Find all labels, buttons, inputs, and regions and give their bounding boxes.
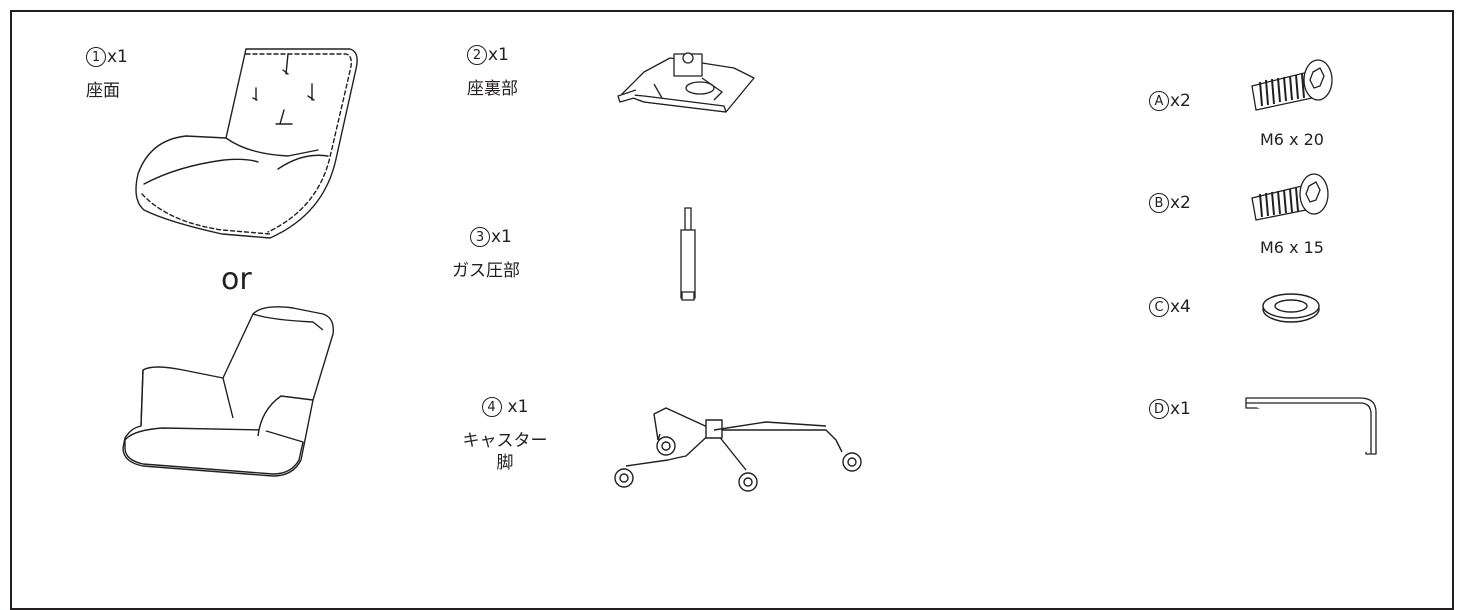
hardware-b-mark: B	[1149, 193, 1169, 213]
part-2-qty: x1	[488, 45, 509, 65]
part-1-name: 座面	[86, 81, 120, 101]
part-4-name-line1: キャスター	[462, 431, 548, 451]
hardware-a-qty: x2	[1170, 91, 1191, 111]
part-4-mark: 4	[481, 397, 502, 417]
or-label: or	[221, 262, 252, 297]
hex-key-icon	[1244, 392, 1380, 456]
bolt-icon	[1248, 58, 1338, 114]
hardware-a-spec: M6 x 20	[1260, 130, 1324, 149]
hardware-c-mark: C	[1149, 297, 1169, 317]
part-4-qty: x1	[507, 397, 529, 417]
hardware-a-mark: A	[1149, 91, 1169, 111]
hardware-b-qty: x2	[1170, 193, 1191, 213]
hardware-d-qty: x1	[1170, 399, 1191, 419]
part-4-name-line2: 脚	[496, 453, 514, 473]
washer-icon	[1260, 292, 1322, 324]
part-2-mark: 2	[467, 45, 487, 65]
seat-shell-icon	[113, 300, 353, 484]
part-3-name: ガス圧部	[452, 261, 520, 281]
bolt-icon	[1248, 172, 1338, 224]
hardware-b-spec: M6 x 15	[1260, 238, 1324, 257]
hardware-c-qty: x4	[1170, 297, 1191, 317]
part-1-mark: 1	[86, 47, 106, 67]
seat-cushion-icon	[128, 44, 363, 244]
part-3-qty: x1	[491, 227, 512, 247]
gas-cylinder-icon	[676, 206, 700, 304]
seat-mechanism-icon	[614, 48, 758, 120]
part-3-mark: 3	[470, 227, 490, 247]
part-1-qty: x1	[107, 47, 128, 67]
caster-base-icon	[606, 400, 866, 496]
part-2-name: 座裏部	[467, 79, 518, 99]
hardware-d-mark: D	[1149, 399, 1169, 419]
